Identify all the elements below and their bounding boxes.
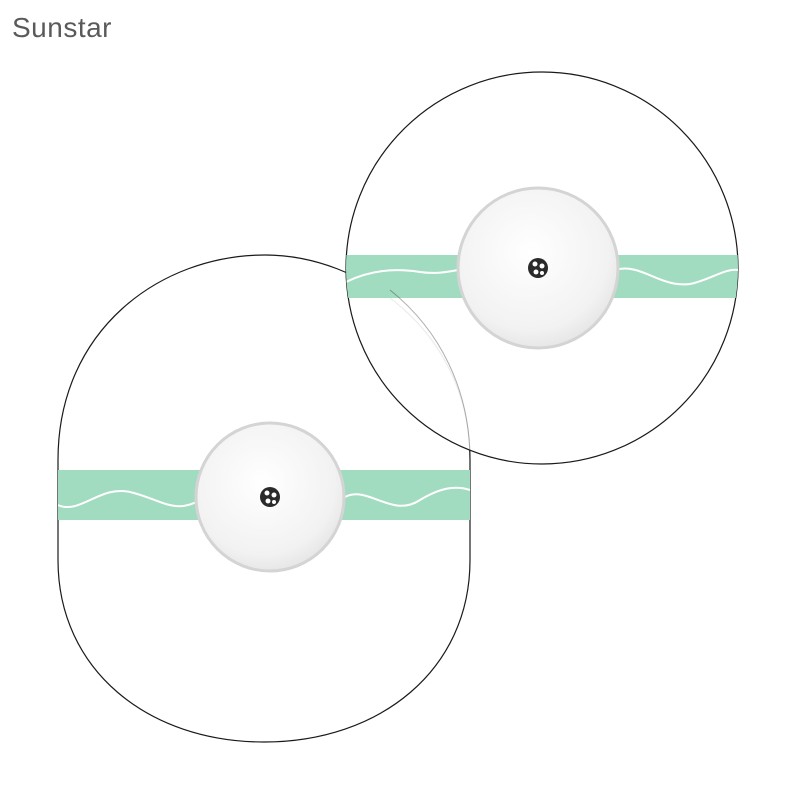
- oval-patch-tape-wave: [58, 486, 470, 508]
- brand-watermark: Sunstar: [12, 12, 112, 43]
- round-patch-sensor-center: [528, 258, 548, 278]
- round-patch-tape-wave: [346, 267, 738, 286]
- oval-patch-outline-overlap: [389, 289, 471, 461]
- oval-patch-sensor-center: [260, 487, 280, 507]
- round-patch: [345, 71, 739, 465]
- oval-patch: [57, 254, 471, 743]
